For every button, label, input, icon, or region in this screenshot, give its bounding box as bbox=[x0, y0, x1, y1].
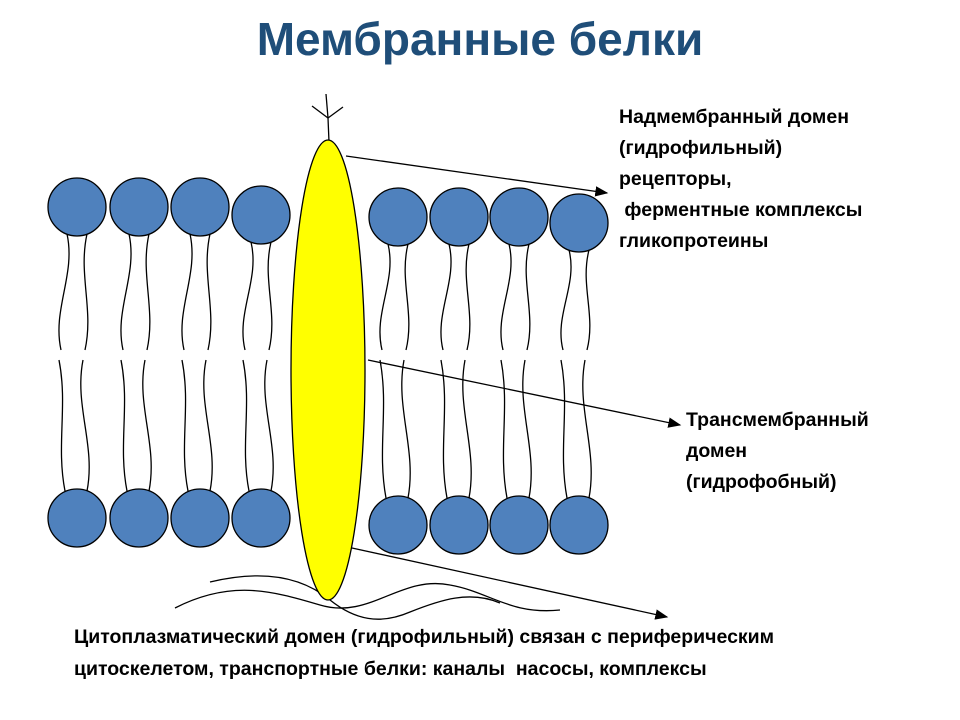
lipid-tail bbox=[500, 243, 512, 351]
extracellular-label-line: (гидрофильный) bbox=[619, 137, 783, 159]
lipid-tail bbox=[58, 233, 70, 351]
lipid-head bbox=[549, 495, 609, 555]
cytoskeleton-filament bbox=[209, 575, 501, 620]
lipid-tail bbox=[522, 359, 532, 499]
lipid-head bbox=[429, 187, 489, 247]
pointer-arrows bbox=[345, 155, 682, 620]
cytoskeleton-filament bbox=[174, 582, 561, 612]
extracellular-label-line: Надмембранный домен bbox=[619, 106, 849, 128]
lipid-head bbox=[170, 177, 230, 237]
lipid-head bbox=[47, 488, 107, 548]
lipid-tail bbox=[181, 233, 193, 351]
lipid-tail bbox=[379, 243, 391, 351]
extracellular-label-line: ферментные комплексы bbox=[619, 199, 863, 221]
lipid-tail bbox=[560, 249, 572, 351]
lipid-tail bbox=[120, 233, 132, 351]
lipid-head bbox=[489, 495, 549, 555]
lipid-tail bbox=[525, 243, 531, 351]
lipid-tail bbox=[242, 241, 254, 351]
lipid-tail bbox=[80, 359, 90, 492]
lipid-head bbox=[368, 495, 428, 555]
lipid-head bbox=[109, 488, 169, 548]
transmembrane-label-line: Трансмембранный bbox=[686, 409, 869, 431]
lipid-tail bbox=[203, 359, 213, 492]
transmembrane-label-line: (гидрофобный) bbox=[686, 471, 837, 493]
lipid-tail bbox=[585, 249, 591, 351]
lipid-head bbox=[47, 177, 107, 237]
lipid-tail bbox=[465, 243, 471, 351]
lipid-tail bbox=[142, 359, 152, 492]
extracellular-label-line: рецепторы, bbox=[619, 168, 732, 190]
lipid-tails bbox=[58, 233, 592, 499]
lipid-tail bbox=[440, 359, 448, 499]
transmembrane-label-line: домен bbox=[686, 440, 748, 462]
lipid-tail bbox=[267, 241, 273, 351]
lipid-tail bbox=[58, 359, 66, 492]
arrow-transmembrane bbox=[367, 359, 682, 428]
receptor-stalk bbox=[311, 93, 344, 143]
lipid-heads bbox=[47, 177, 609, 555]
lipid-tail bbox=[462, 359, 472, 499]
lipid-tail bbox=[582, 359, 592, 499]
lipid-tail bbox=[379, 359, 387, 499]
lipid-tail bbox=[440, 243, 452, 351]
cytoplasmic-domain-label: Цитоплазматический домен (гидрофильный) … bbox=[74, 621, 774, 685]
transmembrane-domain-label: Трансмембранный домен (гидрофобный) bbox=[686, 405, 869, 498]
lipid-tail bbox=[264, 359, 274, 492]
transmembrane-protein bbox=[290, 139, 366, 601]
lipid-tail bbox=[181, 359, 189, 492]
cytoplasmic-label-line: Цитоплазматический домен (гидрофильный) … bbox=[74, 626, 775, 648]
lipid-tail bbox=[120, 359, 128, 492]
lipid-head bbox=[429, 495, 489, 555]
lipid-tail bbox=[206, 233, 212, 351]
lipid-head bbox=[231, 185, 291, 245]
slide-title: Мембранные белки bbox=[256, 13, 704, 65]
lipid-head bbox=[549, 193, 609, 253]
lipid-head bbox=[368, 187, 428, 247]
extracellular-label-line: гликопротеины bbox=[619, 230, 769, 252]
arrow-extracellular bbox=[345, 155, 609, 197]
lipid-head bbox=[170, 488, 230, 548]
lipid-tail bbox=[242, 359, 250, 492]
lipid-head bbox=[489, 187, 549, 247]
lipid-tail bbox=[83, 233, 89, 351]
lipid-tail bbox=[401, 359, 411, 499]
cytoplasmic-label-line: цитоскелетом, транспортные белки: каналы… bbox=[74, 658, 707, 680]
lipid-tail bbox=[145, 233, 151, 351]
lipid-tail bbox=[500, 359, 508, 499]
lipid-head bbox=[109, 177, 169, 237]
lipid-tail bbox=[404, 243, 410, 351]
lipid-head bbox=[231, 488, 291, 548]
extracellular-domain-label: Надмембранный домен (гидрофильный) рецеп… bbox=[619, 102, 862, 257]
cytoskeleton-filaments bbox=[174, 575, 561, 620]
arrow-cytoplasmic bbox=[351, 547, 669, 620]
lipid-tail bbox=[560, 359, 568, 499]
